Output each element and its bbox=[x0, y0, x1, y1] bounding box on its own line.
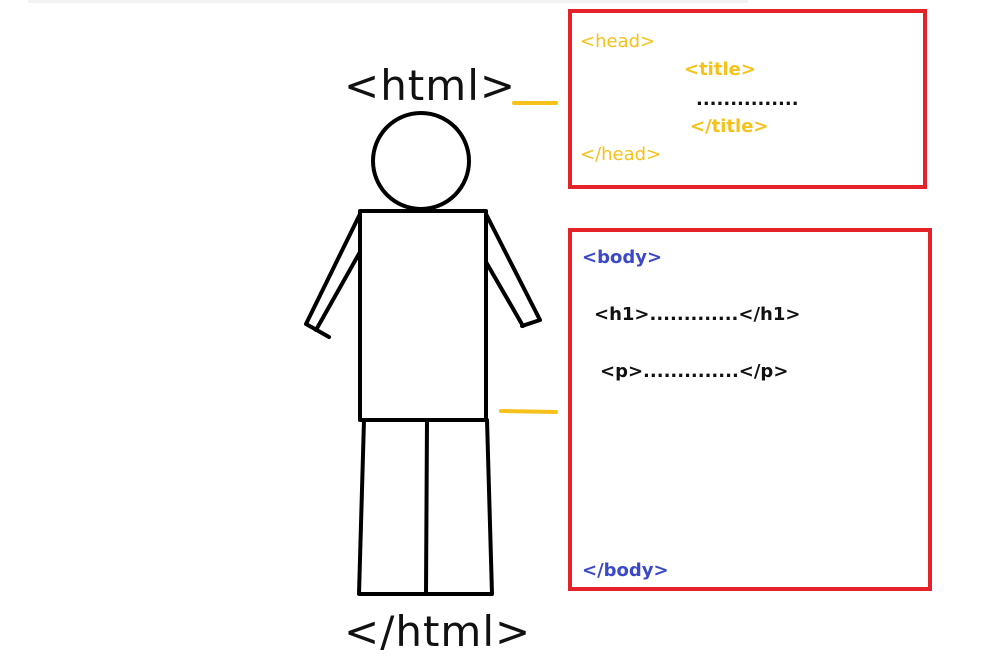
body-connector bbox=[499, 409, 558, 414]
head-section-box: <head> <title> ............... </title> … bbox=[568, 9, 927, 189]
figure-torso bbox=[358, 209, 488, 422]
head-open-tag: <head> bbox=[580, 31, 656, 52]
title-open-tag: <title> bbox=[684, 59, 756, 80]
html-close-tag: </html> bbox=[344, 607, 532, 656]
figure-head bbox=[371, 111, 471, 211]
figure-legs bbox=[357, 418, 494, 596]
h1-element: <h1>.............</h1> bbox=[594, 304, 801, 325]
body-close-tag: </body> bbox=[582, 560, 669, 581]
body-open-tag: <body> bbox=[582, 247, 663, 268]
figure-right-arm bbox=[484, 212, 542, 328]
title-close-tag: </title> bbox=[690, 116, 769, 137]
html-open-tag: <html> bbox=[344, 61, 517, 110]
body-section-box: <body> <h1>.............</h1> <p>.......… bbox=[568, 228, 932, 591]
head-close-tag: </head> bbox=[580, 144, 662, 165]
top-divider bbox=[28, 0, 748, 3]
title-content: ............... bbox=[696, 89, 799, 110]
figure-left-arm bbox=[304, 212, 362, 339]
p-element: <p>..............</p> bbox=[600, 361, 789, 382]
